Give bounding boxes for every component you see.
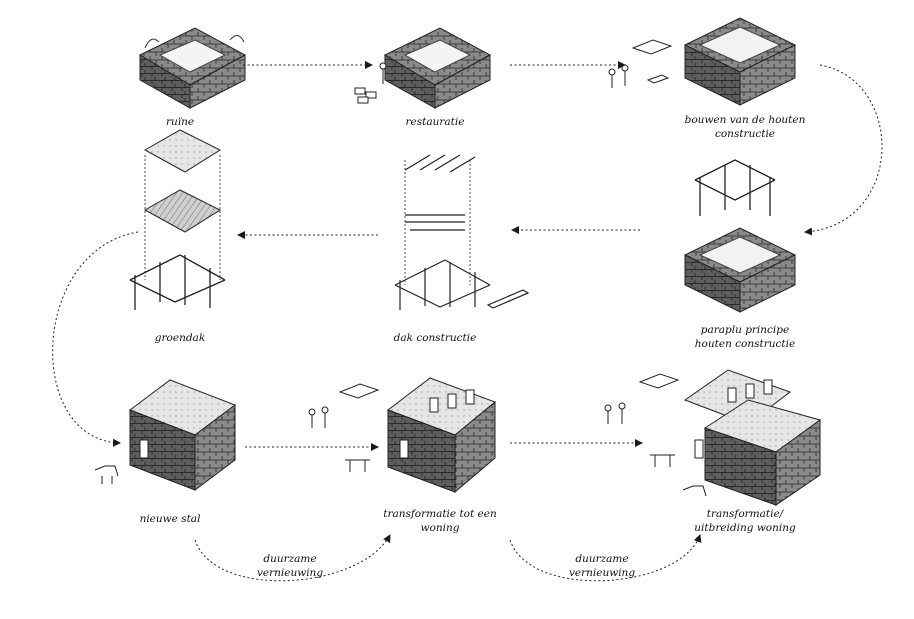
step-label-dak-constructie: dak constructie — [380, 331, 490, 345]
roof-construction-illustration — [395, 155, 528, 310]
step-label-restauratie: restauratie — [395, 115, 475, 129]
step-label-ruine: ruïne — [150, 115, 210, 129]
new-barn-illustration — [95, 380, 235, 490]
house-extension-illustration — [605, 370, 820, 505]
umbrella-principle-illustration — [685, 160, 795, 312]
arrow-groendak-stal — [53, 232, 138, 443]
ruin-illustration — [140, 28, 245, 108]
restoration-illustration — [355, 28, 490, 108]
arrow-houten-paraplu — [805, 65, 882, 232]
house-transformation-illustration — [309, 378, 495, 492]
green-roof-illustration — [130, 130, 225, 310]
step-label-uitbreiding-woning: transformatie/uitbreiding woning — [680, 507, 810, 535]
timber-building-illustration — [609, 18, 795, 105]
step-label-groendak: groendak — [140, 331, 220, 345]
step-label-nieuwe-stal: nieuwe stal — [125, 512, 215, 526]
